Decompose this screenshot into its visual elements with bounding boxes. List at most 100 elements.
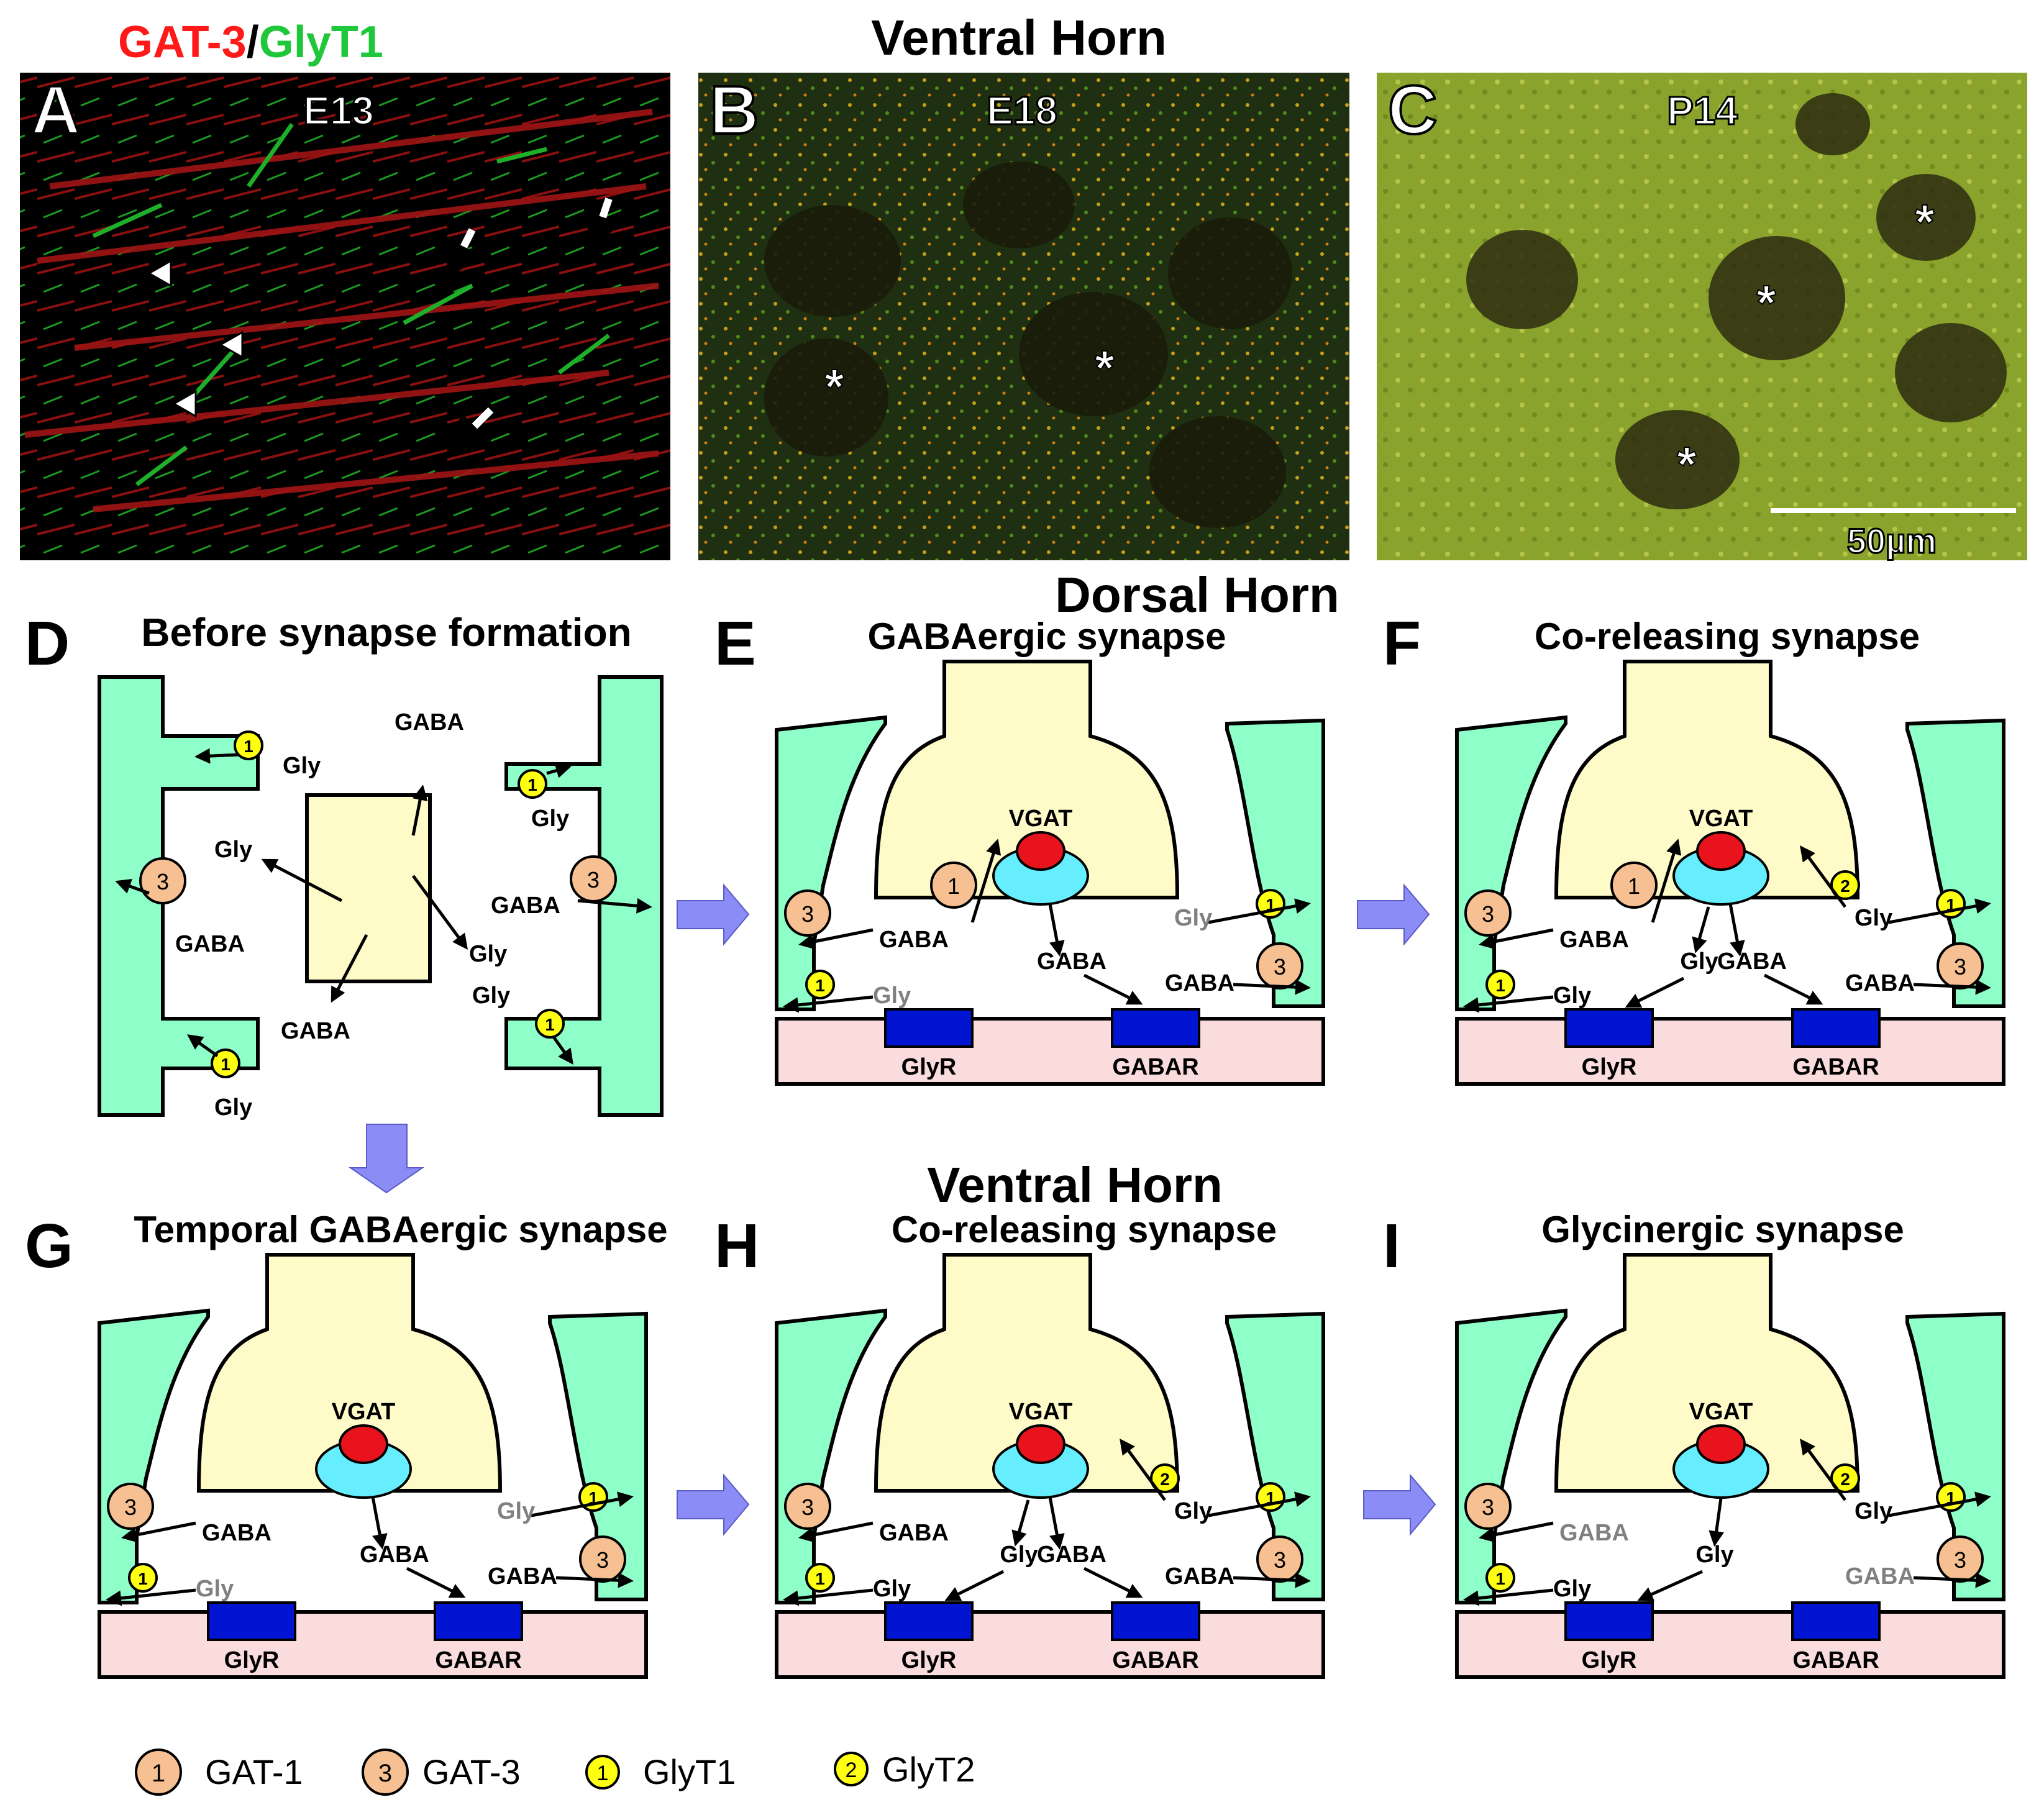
panel-g-gat3-left-number: 3: [124, 1494, 137, 1520]
panel-g-arrow-gaba-to-gabar: [406, 1567, 466, 1598]
panel-g-vgat-vesicle: [339, 1424, 388, 1464]
d-label-gly-topright: Gly: [531, 806, 569, 832]
panel-h-postsynaptic: [775, 1610, 1325, 1679]
panel-f-gabar-label: GABAR: [1792, 1054, 1879, 1080]
panel-f-arrow-gly-into-terminal: [1800, 845, 1847, 908]
panel-f-gly-right-label: Gly: [1855, 905, 1892, 931]
d-gat3-right-number: 3: [587, 867, 600, 893]
panel-h-vgat-label: VGAT: [1009, 1399, 1073, 1425]
panel-h-gat3-right-number: 3: [1274, 1547, 1286, 1573]
panel-e-gat1-icon: [930, 862, 977, 909]
panel-g-gabar-receptor: [434, 1601, 523, 1641]
legend: 1 GAT-1 3 GAT-3 1 GlyT1 2 GlyT2: [135, 1749, 975, 1796]
panel-g-glyr-label: GlyR: [224, 1647, 280, 1673]
d-arrow-gaba-right: [577, 898, 652, 914]
panel-f-vgat-label: VGAT: [1689, 806, 1753, 832]
asterisk-c2: *: [1756, 275, 1776, 330]
legend-glyt1-icon: [585, 1755, 620, 1790]
panel-g-vgat-label: VGAT: [332, 1399, 396, 1425]
panel-f-astrocyte-left: [1455, 715, 1567, 1011]
panel-i-arrow-gly-right: [1888, 1491, 1991, 1517]
panel-i-glyt1-left-icon: [1485, 1563, 1515, 1593]
panel-e-gaba-right-label: GABA: [1165, 970, 1234, 996]
d-glyt1-topleft-icon: [234, 730, 263, 760]
panel-h-glyt1-left-icon: [805, 1563, 835, 1593]
panel-i-arrow-gly-left: [1463, 1588, 1554, 1606]
panel-i-gabar-receptor: [1791, 1601, 1881, 1641]
d-label-gly-topleft: Gly: [283, 753, 321, 779]
panel-i-astrocyte-left: [1455, 1308, 1567, 1604]
panel-e-glyt1-left-icon: [805, 970, 835, 999]
dorsal-horn-title: Dorsal Horn: [1055, 567, 1339, 622]
panel-e-postsynaptic: [775, 1017, 1325, 1086]
panel-f-astrocyte-right: [1905, 718, 2005, 1008]
panel-h-astrocyte-right: [1225, 1311, 1325, 1601]
scale-bar-label: 50µm: [1847, 521, 1937, 560]
panel-e-letter: E: [714, 609, 756, 678]
panel-f-glyt2-icon: [1830, 870, 1860, 900]
panel-e-gat3-left-number: 3: [801, 901, 814, 927]
panel-g-letter: G: [25, 1211, 73, 1281]
panel-h-gly-right-label: Gly: [1174, 1498, 1212, 1524]
panel-h-arrow-gaba-to-gabar: [1083, 1567, 1143, 1598]
panel-h-gaba-released-label: GABA: [1037, 1542, 1106, 1568]
panel-g-gly-right-label: Gly: [497, 1498, 535, 1524]
stain-separator: /: [247, 17, 259, 67]
panel-f-gat3-right-icon: [1937, 942, 1984, 989]
panel-i-gaba-right-label: GABA: [1845, 1563, 1915, 1590]
panel-h-astrocyte-left: [775, 1308, 887, 1604]
legend-gat3-name: GAT-3: [422, 1752, 521, 1791]
stain-glyt1-label: GlyT1: [259, 17, 383, 67]
d-label-gaba-top: GABA: [395, 709, 464, 735]
d-label-gly-right: Gly: [469, 941, 507, 967]
panel-i-glyt2-number: 2: [1840, 1470, 1850, 1489]
panel-i-gaba-left-label: GABA: [1559, 1520, 1629, 1546]
d-glyt1-bottomright-icon: [535, 1009, 565, 1039]
flow-arrow-d-to-e: [677, 883, 750, 946]
panel-h-gaba-left-label: GABA: [879, 1520, 949, 1546]
d-arrow-gly-bottomleft: [186, 1034, 219, 1058]
panel-f-glyt1-left-number: 1: [1495, 976, 1505, 995]
panel-g-gaba-right-label: GABA: [488, 1563, 557, 1590]
d-glyt1-bottomleft-number: 1: [221, 1055, 230, 1074]
d-label-gly-left: Gly: [214, 837, 252, 863]
d-arrow-gaba-left: [115, 879, 150, 895]
panel-h-arrow-gly-left: [783, 1588, 874, 1606]
panel-h-terminal: [874, 1253, 1180, 1493]
panel-f-glyt2-number: 2: [1840, 876, 1850, 896]
panel-e-arrow-gly-right: [1208, 898, 1311, 924]
panel-f-postsynaptic: [1455, 1017, 2005, 1086]
panel-f-letter: F: [1383, 609, 1421, 678]
panel-e-gat3-right-number: 3: [1274, 954, 1286, 980]
panel-i-gly-left-label: Gly: [1553, 1576, 1591, 1602]
panel-f-glyr-receptor: [1564, 1008, 1654, 1048]
asterisk-c1: *: [1915, 194, 1935, 250]
panel-h-title: Co-releasing synapse: [892, 1209, 1277, 1250]
micrograph-a: A E13: [20, 71, 670, 560]
legend-gat1-number: 1: [152, 1760, 165, 1787]
d-glyt1-topright-icon: [518, 769, 547, 799]
panel-e-gaba-released-label: GABA: [1037, 948, 1106, 975]
panel-h-letter: H: [714, 1211, 759, 1281]
micrograph-b: * * B E18: [698, 71, 1349, 560]
panel-h-gly-released-label: Gly: [1000, 1542, 1038, 1568]
panel-i-vgat-label: VGAT: [1689, 1399, 1753, 1425]
panel-g-gaba-released-label: GABA: [360, 1542, 429, 1568]
panel-i-arrow-gaba-left: [1479, 1521, 1554, 1543]
stain-label: GAT-3/GlyT1: [118, 17, 383, 67]
flow-arrows: [348, 883, 1436, 1536]
d-arrow-gly-topleft: [194, 748, 240, 764]
legend-glyt1-name: GlyT1: [643, 1752, 736, 1791]
panel-e-gat1-number: 1: [947, 873, 960, 899]
d-glyt1-bottomright-number: 1: [545, 1015, 555, 1034]
astrocyte-left-d: [98, 675, 260, 1117]
panel-i-arrow-gaba-right: [1913, 1572, 1991, 1588]
legend-gat3-number: 3: [378, 1760, 392, 1787]
d-arrow-gly-out-left: [261, 858, 343, 903]
panel-e-arrow-gaba-release: [1048, 903, 1065, 957]
panel-h-glyr-receptor: [884, 1601, 974, 1641]
panel-e-arrow-gly-left: [783, 995, 874, 1013]
